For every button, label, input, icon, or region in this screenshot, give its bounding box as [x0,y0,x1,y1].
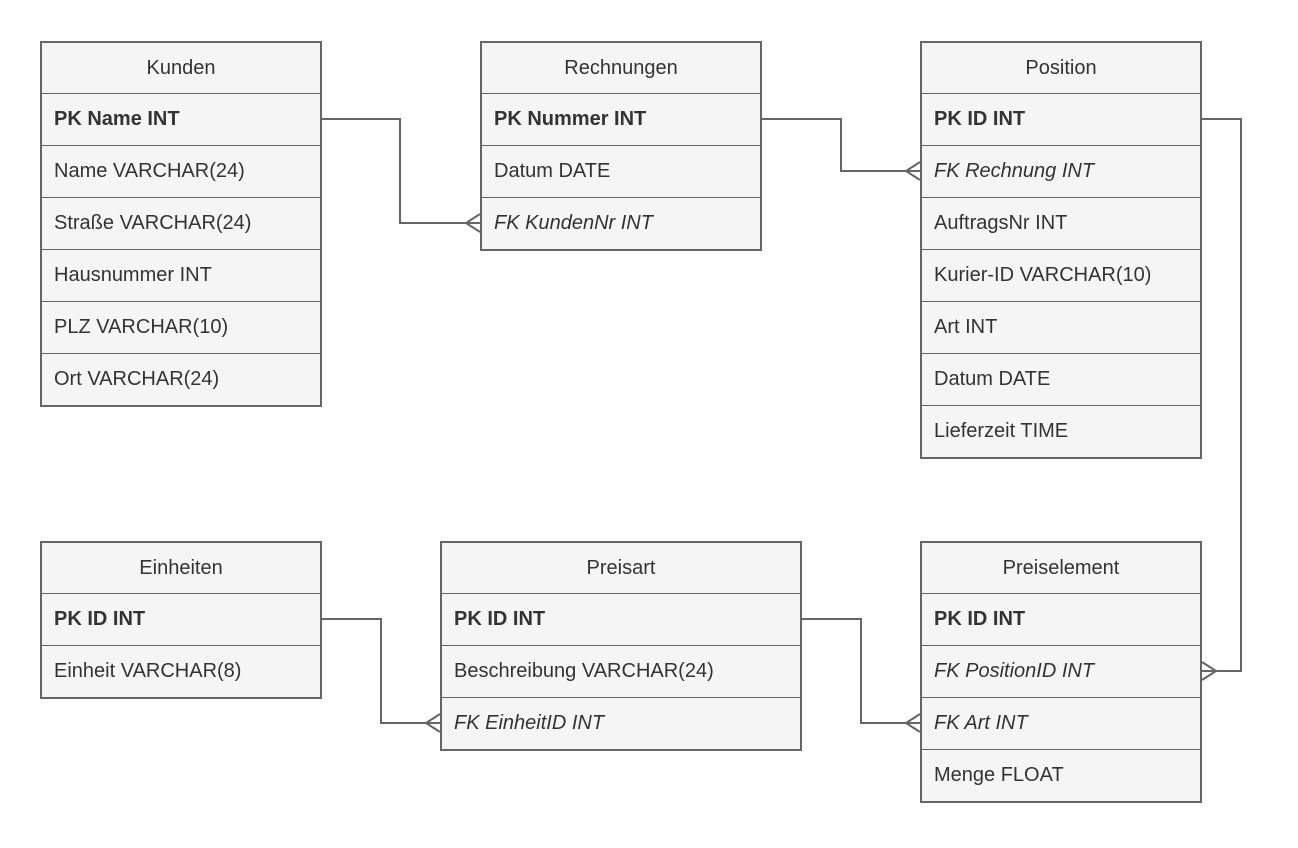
entity-column-fk: FK Rechnung INT [922,145,1200,197]
entity-column-pk: PK ID INT [42,593,320,645]
entity-column: Datum DATE [482,145,760,197]
entity-column-fk: FK Art INT [922,697,1200,749]
relation-preisart-preiselement [802,618,921,733]
relation-rechnungen-position [762,118,921,181]
entity-position: Position PK ID INT FK Rechnung INT Auftr… [920,41,1202,459]
relation-einheiten-preisart [322,618,441,733]
entity-column: Menge FLOAT [922,749,1200,801]
entity-column-fk: FK KundenNr INT [482,197,760,249]
entity-column: Kurier-ID VARCHAR(10) [922,249,1200,301]
entity-column: Hausnummer INT [42,249,320,301]
entity-column: Straße VARCHAR(24) [42,197,320,249]
entity-column-pk: PK ID INT [922,593,1200,645]
entity-kunden: Kunden PK Name INT Name VARCHAR(24) Stra… [40,41,322,407]
entity-column: Beschreibung VARCHAR(24) [442,645,800,697]
entity-rechnungen: Rechnungen PK Nummer INT Datum DATE FK K… [480,41,762,251]
entity-column: PLZ VARCHAR(10) [42,301,320,353]
entity-title: Preiselement [1002,557,1120,579]
entity-einheiten: Einheiten PK ID INT Einheit VARCHAR(8) [40,541,322,699]
entity-column: Name VARCHAR(24) [42,145,320,197]
entity-column-pk: PK ID INT [922,93,1200,145]
relation-position-preiselement [1201,118,1242,681]
entity-column-fk: FK EinheitID INT [442,697,800,749]
entity-title: Kunden [146,57,216,79]
entity-title: Rechnungen [564,57,678,79]
entity-column-pk: PK Nummer INT [482,93,760,145]
relation-kunden-rechnungen [322,118,481,233]
entity-column-pk: PK ID INT [442,593,800,645]
entity-title: Einheiten [139,557,223,579]
entity-column: AuftragsNr INT [922,197,1200,249]
entity-column-fk: FK PositionID INT [922,645,1200,697]
entity-preiselement: Preiselement PK ID INT FK PositionID INT… [920,541,1202,803]
entity-column: Art INT [922,301,1200,353]
entity-title: Preisart [586,557,656,579]
entity-column: Lieferzeit TIME [922,405,1200,457]
entity-column-pk: PK Name INT [42,93,320,145]
entity-column: Einheit VARCHAR(8) [42,645,320,697]
entity-column: Datum DATE [922,353,1200,405]
entity-title: Position [1025,57,1097,79]
entity-column: Ort VARCHAR(24) [42,353,320,405]
entity-preisart: Preisart PK ID INT Beschreibung VARCHAR(… [440,541,802,751]
